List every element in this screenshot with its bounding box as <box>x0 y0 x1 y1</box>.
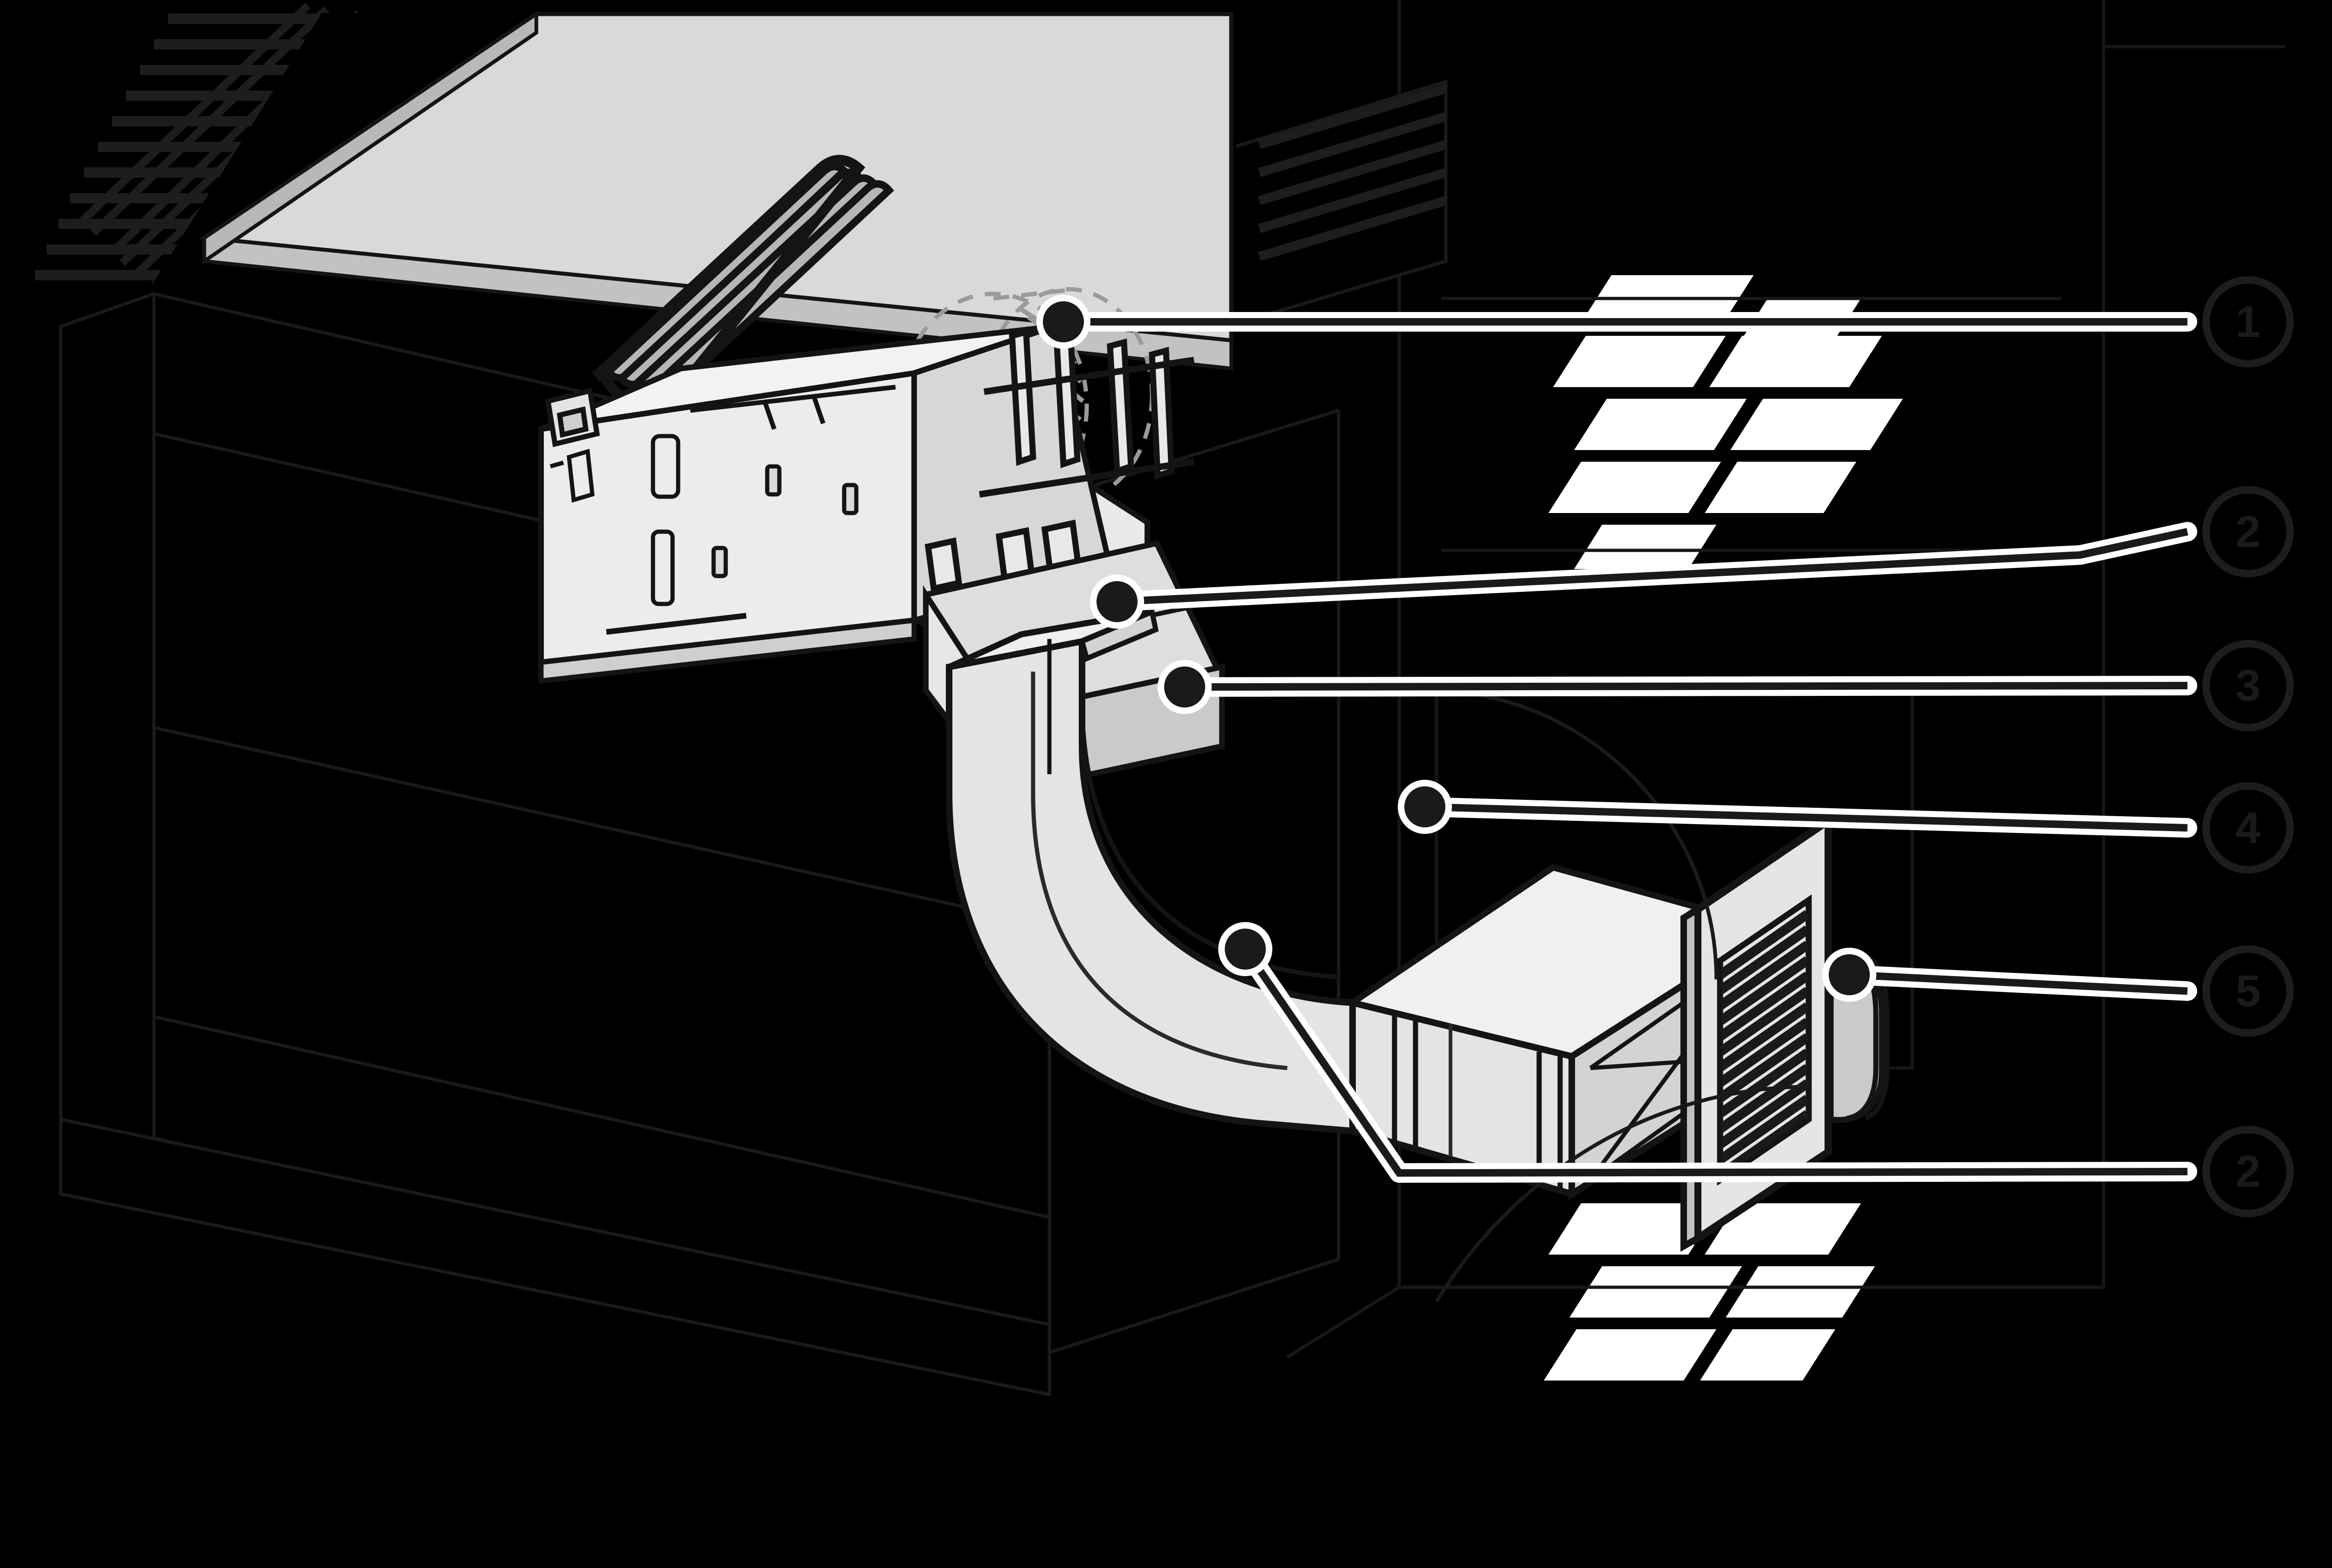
leader-dot-3 <box>1164 666 1205 708</box>
worktop-right-wing <box>1225 79 1448 329</box>
leader-dot-4 <box>1404 786 1445 827</box>
wall-sleeve-hidden <box>1427 688 1810 1303</box>
callout-1-number: 1 <box>2235 297 2260 347</box>
callout-2-top-number: 2 <box>2235 507 2260 557</box>
callout-2-bottom[interactable]: 2 <box>2202 1126 2294 1217</box>
leader-dot-5 <box>1829 954 1870 995</box>
leader-lines <box>1036 295 2197 1183</box>
callout-1[interactable]: 1 <box>2202 276 2294 368</box>
leader-1 <box>1036 295 2197 349</box>
motor-unit-clips <box>924 328 1175 592</box>
wall-masonry-lower <box>1544 1203 1875 1381</box>
leader-dot-1 <box>1043 301 1084 342</box>
leader-5 <box>1822 948 2197 1002</box>
leader-3 <box>1158 660 2197 714</box>
wall-vent-grille <box>1680 813 1832 1252</box>
callout-5-number: 5 <box>2235 966 2260 1016</box>
callout-4-number: 4 <box>2235 803 2260 853</box>
callout-2-top[interactable]: 2 <box>2202 486 2294 577</box>
callout-5[interactable]: 5 <box>2202 945 2294 1037</box>
callout-3[interactable]: 3 <box>2202 640 2294 731</box>
callout-4[interactable]: 4 <box>2202 782 2294 874</box>
leader-2-bottom <box>1218 922 2197 1183</box>
leader-4 <box>1398 780 2197 838</box>
hob-extraction-grille <box>592 155 894 415</box>
callout-3-number: 3 <box>2235 661 2260 711</box>
callout-badges: 1 2 3 4 5 <box>2202 276 2294 1217</box>
leader-dot-2-top <box>1097 581 1138 622</box>
leader-2-top <box>1090 522 2197 629</box>
callout-2-bottom-number: 2 <box>2235 1147 2260 1197</box>
leader-dot-2-bottom <box>1225 929 1266 970</box>
